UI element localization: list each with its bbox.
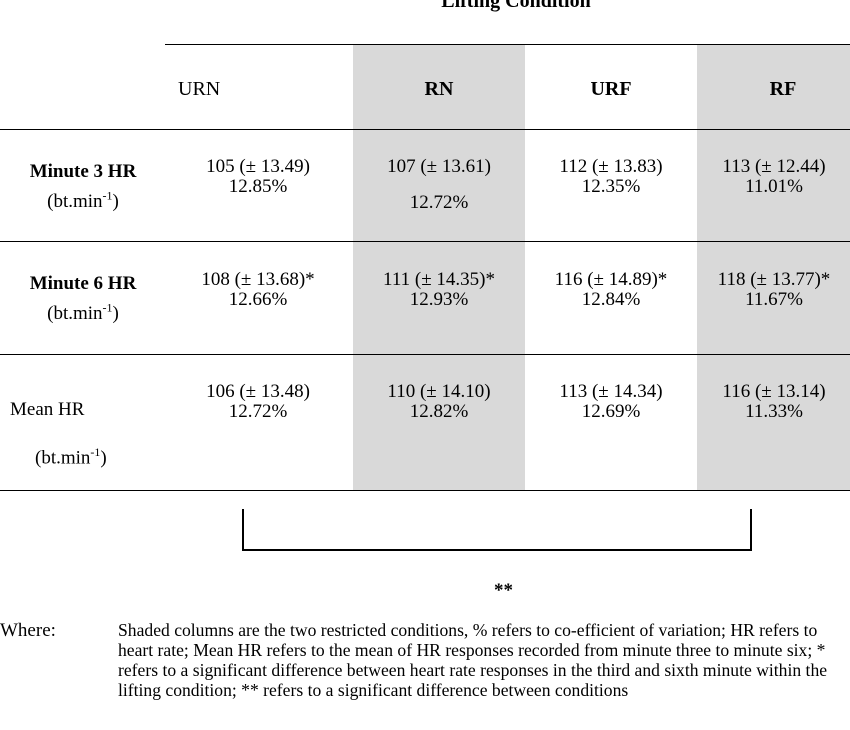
bracket-left-arm <box>242 509 244 551</box>
column-header-rn: RN <box>424 78 454 100</box>
shaded-column-rn <box>353 45 525 491</box>
cell-minute6-urf: 116 (± 14.89)*12.84% <box>554 269 668 310</box>
cell-minute3-rn: 107 (± 13.61)12.72% <box>387 156 491 213</box>
shaded-column-rf <box>697 45 850 491</box>
significance-marker: ** <box>494 580 513 601</box>
bracket-base <box>242 549 752 551</box>
row-rule-2 <box>0 354 850 355</box>
cell-minute6-rn: 111 (± 14.35)*12.93% <box>383 269 495 310</box>
table-bottom-rule <box>0 490 850 491</box>
cell-mean-urf: 113 (± 14.34)12.69% <box>559 381 663 422</box>
column-header-urn: URN <box>178 78 221 100</box>
column-header-urf: URF <box>590 78 632 100</box>
row-label-minute-6: Minute 6 HR (bt.min-1) <box>29 273 137 325</box>
cell-mean-rn: 110 (± 14.10)12.82% <box>387 381 491 422</box>
row-label-mean: Mean HR <box>10 399 85 420</box>
row-unit-mean: (bt.min-1) <box>35 445 107 469</box>
row-label-minute-3: Minute 3 HR (bt.min-1) <box>29 161 137 213</box>
cell-mean-urn: 106 (± 13.48)12.72% <box>206 381 310 422</box>
cell-minute6-rf: 118 (± 13.77)*11.67% <box>717 269 831 310</box>
cell-minute3-urf: 112 (± 13.83)12.35% <box>559 156 663 197</box>
column-header-rf: RF <box>769 78 797 100</box>
cell-minute3-rf: 113 (± 12.44)11.01% <box>722 156 826 197</box>
bracket-right-arm <box>750 509 752 551</box>
note-label: Where: <box>0 620 56 641</box>
note-text: Shaded columns are the two restricted co… <box>118 620 828 700</box>
cell-minute3-urn: 105 (± 13.49)12.85% <box>206 156 310 197</box>
row-unit: (bt.min-1) <box>47 301 119 325</box>
row-rule-1 <box>0 241 850 242</box>
row-unit: (bt.min-1) <box>47 189 119 213</box>
header-bottom-rule <box>0 129 850 130</box>
cell-minute6-urn: 108 (± 13.68)*12.66% <box>201 269 315 310</box>
cell-mean-rf: 116 (± 13.14)11.33% <box>722 381 826 422</box>
table-title: Lifting Condition <box>441 0 591 12</box>
header-top-rule <box>165 44 850 45</box>
